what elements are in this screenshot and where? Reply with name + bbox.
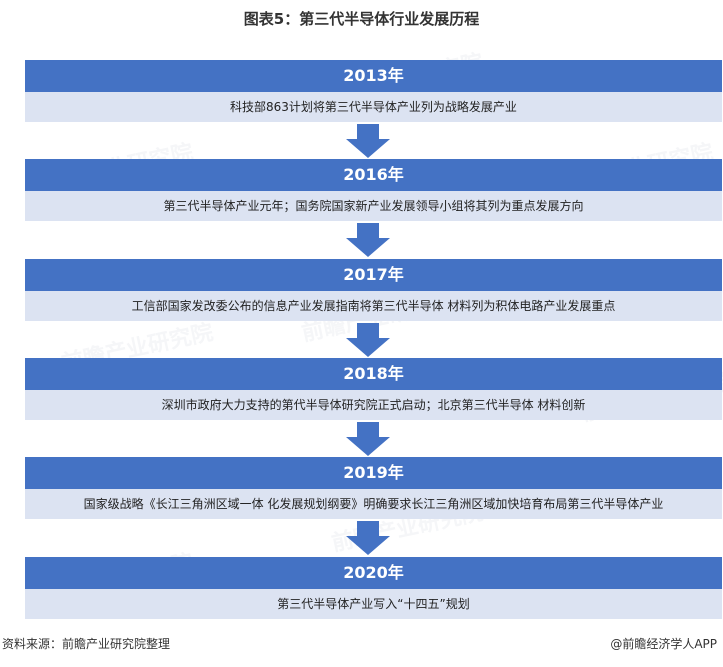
year-bar: 2013年 bbox=[25, 60, 722, 92]
description-bar: 工信部国家发改委公布的信息产业发展指南将第三代半导体 材料列为积体电路产业发展重… bbox=[25, 291, 722, 321]
description-bar: 第三代半导体产业写入“十四五”规划 bbox=[25, 589, 722, 619]
down-arrow-icon bbox=[346, 521, 390, 555]
figure-title: 图表5：第三代半导体行业发展历程 bbox=[243, 10, 480, 28]
timeline-stage-2020: 2020年 第三代半导体产业写入“十四五”规划 bbox=[25, 557, 722, 619]
year-bar: 2016年 bbox=[25, 159, 722, 191]
timeline-stage-2017: 2017年 工信部国家发改委公布的信息产业发展指南将第三代半导体 材料列为积体电… bbox=[25, 259, 722, 321]
description-bar: 第三代半导体产业元年；国务院国家新产业发展领导小组将其列为重点发展方向 bbox=[25, 191, 722, 221]
description-bar: 深圳市政府大力支持的第代半导体研究院正式启动；北京第三代半导体 材料创新 bbox=[25, 390, 722, 420]
source-note: 资料来源：前瞻产业研究院整理 bbox=[2, 637, 171, 651]
timeline-stage-2018: 2018年 深圳市政府大力支持的第代半导体研究院正式启动；北京第三代半导体 材料… bbox=[25, 358, 722, 420]
year-bar: 2017年 bbox=[25, 259, 722, 291]
credit-note: @前瞻经济学人APP bbox=[610, 637, 717, 651]
year-bar: 2020年 bbox=[25, 557, 722, 589]
description-bar: 科技部863计划将第三代半导体产业列为战略发展产业 bbox=[25, 92, 722, 122]
timeline-stage-2013: 2013年 科技部863计划将第三代半导体产业列为战略发展产业 bbox=[25, 60, 722, 122]
down-arrow-icon bbox=[346, 422, 390, 456]
year-bar: 2018年 bbox=[25, 358, 722, 390]
year-bar: 2019年 bbox=[25, 457, 722, 489]
down-arrow-icon bbox=[346, 124, 390, 158]
down-arrow-icon bbox=[346, 223, 390, 257]
down-arrow-icon bbox=[346, 323, 390, 357]
timeline-stage-2019: 2019年 国家级战略《长江三角洲区域一体 化发展规划纲要》明确要求长江三角洲区… bbox=[25, 457, 722, 519]
description-bar: 国家级战略《长江三角洲区域一体 化发展规划纲要》明确要求长江三角洲区域加快培育布… bbox=[25, 489, 722, 519]
timeline-stage-2016: 2016年 第三代半导体产业元年；国务院国家新产业发展领导小组将其列为重点发展方… bbox=[25, 159, 722, 221]
